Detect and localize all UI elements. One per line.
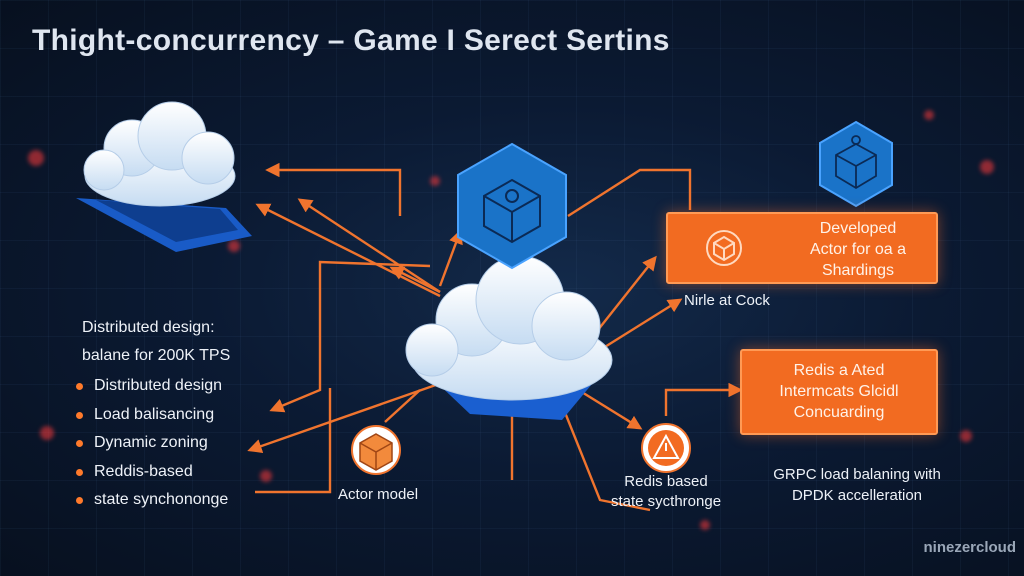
background-glow [700, 520, 710, 530]
label-actor-model: Actor model [338, 486, 419, 503]
arrow-center-to-actor [384, 389, 421, 423]
box-line: Intermcats Glcidl [779, 383, 899, 400]
arrow-center-to-cloud-left [255, 203, 441, 298]
cube-icon [359, 433, 393, 471]
label-line: GRPC load balaning with [773, 466, 941, 483]
box-developed-actor: Developed Actor for oa a Shardings [666, 212, 938, 284]
list-item: Reddis-based [76, 458, 228, 487]
cloud-node-top-left [76, 101, 252, 252]
background-glow [40, 426, 54, 440]
box-line: Shardings [821, 262, 895, 279]
hexagon-node-center [457, 142, 567, 270]
actor-node-icon [351, 425, 401, 475]
background-glow [28, 150, 44, 166]
intro-line-1: Distributed design: [82, 319, 215, 336]
cloud-icon [405, 255, 613, 401]
arrow-center-to-box-developed-2 [599, 298, 683, 352]
arrow-center-to-left-mid [297, 198, 441, 294]
arrow-center-up [389, 266, 441, 294]
background-glow [924, 110, 934, 120]
hexagon-node-top-right [819, 120, 893, 208]
cloud-icon [83, 101, 236, 207]
page-title: Thight-concurrency – Game I Serect Serti… [32, 24, 670, 57]
arrow-center-to-redis-label [558, 399, 651, 512]
box-redis-ated: Redis a Ated Intermcats Glcidl Concuardi… [740, 349, 938, 435]
arrow-actor-down [255, 388, 332, 494]
label-redis-based: Redis based state sycthronge [596, 472, 736, 512]
box-developed-text: Developed Actor for oa a Shardings [788, 218, 928, 281]
label-line: DPDK accelleration [791, 487, 923, 504]
label-line: state sycthronge [610, 493, 722, 510]
hexagon-cube-icon [835, 135, 877, 190]
arrow-center-to-hex [438, 229, 463, 287]
list-item: state synchononge [76, 486, 228, 515]
intro-line-2: balane for 200K TPS [82, 347, 231, 364]
background-glow [260, 470, 272, 482]
box-line: Developed [819, 220, 897, 237]
cube-icon [706, 230, 742, 266]
background-glow [228, 240, 240, 252]
hexagon-cube-icon [483, 178, 541, 244]
label-line: Redis based [624, 473, 708, 490]
box-redis-text: Redis a Ated Intermcats Glcidl Concuardi… [742, 360, 936, 423]
label-grpc: GRPC load balaning with DPDK accellerati… [752, 464, 962, 506]
warning-triangle-icon [652, 433, 680, 459]
redis-node-icon [641, 423, 691, 473]
feature-list: Distributed design Load balisancing Dyna… [76, 372, 228, 515]
cloud-node-center [405, 255, 613, 420]
background-glow [960, 430, 972, 442]
background-glow [430, 176, 440, 186]
arrow-to-bullets [269, 260, 431, 413]
arrow-center-to-box-developed [589, 255, 657, 341]
label-node: Nirle at Cock [684, 292, 770, 309]
arrow-hex-to-cloud-left [265, 162, 402, 216]
box-line: Redis a Ated [793, 362, 885, 379]
list-item: Dynamic zoning [76, 429, 228, 458]
arrow-redis-to-box-redis [664, 382, 743, 416]
background-glow [980, 160, 994, 174]
list-item: Distributed design [76, 372, 228, 401]
box-line: Concuarding [793, 404, 885, 421]
box-line: Actor for oa a [809, 241, 907, 258]
arrow-hex-to-cloud-top-right [567, 168, 692, 218]
brand-logo: ninezercloud [923, 539, 1016, 556]
list-item: Load balisancing [76, 401, 228, 430]
intro-text: Distributed design: balane for 200K TPS [82, 314, 230, 370]
